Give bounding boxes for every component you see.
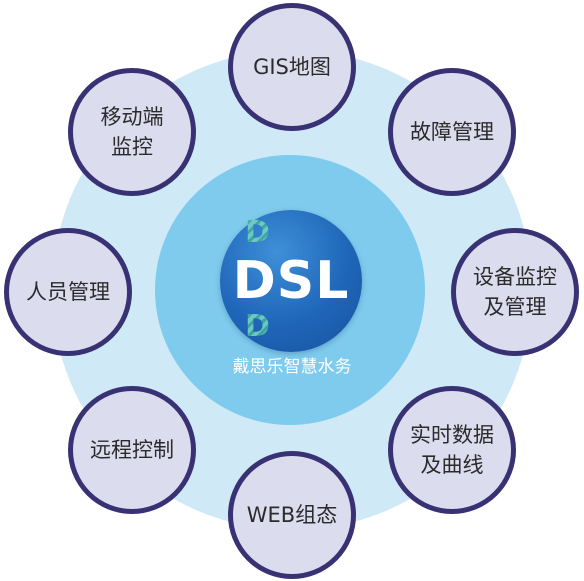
node-label: 移动端 监控 <box>93 102 172 162</box>
node-fault-management[interactable]: 故障管理 <box>388 68 516 196</box>
deco-d-bottom-icon: D <box>245 312 270 342</box>
node-realtime-data[interactable]: 实时数据 及曲线 <box>388 386 516 514</box>
brand-name: 戴思乐智慧水务 <box>180 356 404 378</box>
node-web-configuration[interactable]: WEB组态 <box>228 451 356 579</box>
node-label: GIS地图 <box>245 52 339 82</box>
node-label: 实时数据 及曲线 <box>402 420 502 480</box>
node-staff-management[interactable]: 人员管理 <box>4 228 132 356</box>
node-mobile-monitoring[interactable]: 移动端 监控 <box>68 68 196 196</box>
node-label: 人员管理 <box>18 277 118 307</box>
node-remote-control[interactable]: 远程控制 <box>68 386 196 514</box>
node-label: WEB组态 <box>239 500 345 530</box>
node-label: 故障管理 <box>402 117 502 147</box>
node-device-monitoring[interactable]: 设备监控 及管理 <box>451 228 579 356</box>
node-label: 设备监控 及管理 <box>465 262 565 322</box>
dsl-logo-circle: DSL <box>220 210 362 352</box>
node-label: 远程控制 <box>82 435 182 465</box>
logo-text: DSL <box>220 250 362 312</box>
deco-d-top-icon: D <box>245 218 270 248</box>
node-gis-map[interactable]: GIS地图 <box>228 3 356 131</box>
